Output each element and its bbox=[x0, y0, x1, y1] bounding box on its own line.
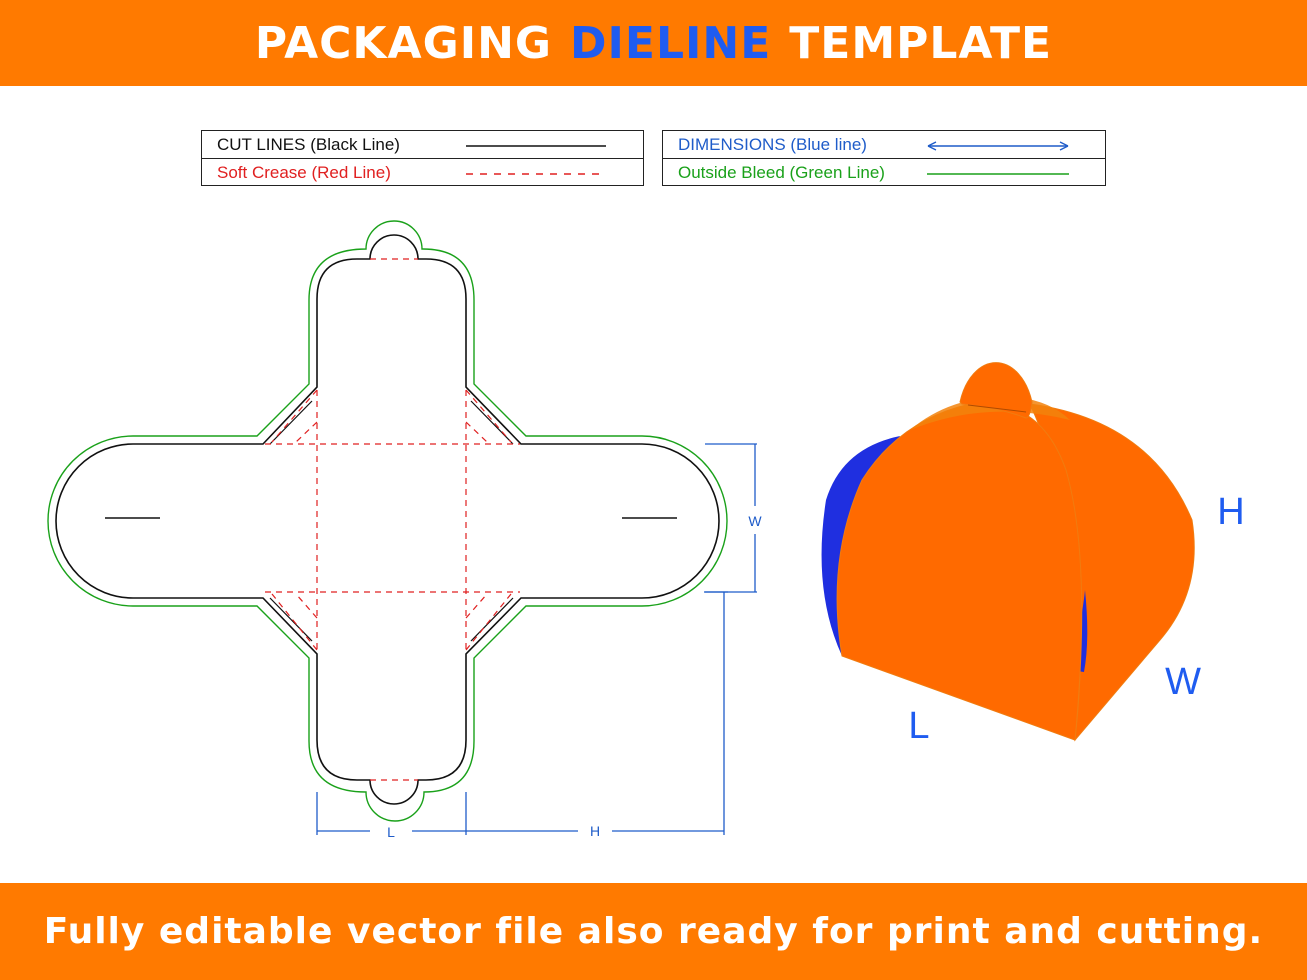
cut-line-sample bbox=[466, 145, 606, 147]
header-word-dieline: DIELINE bbox=[570, 17, 772, 69]
box-label-l: L bbox=[908, 705, 929, 747]
box-label-h: H bbox=[1217, 491, 1244, 533]
box-3d: H W L bbox=[821, 362, 1245, 747]
dieline: W L H bbox=[47, 220, 762, 840]
dim-label-w: W bbox=[748, 513, 762, 529]
legend-row-cut: CUT LINES (Black Line) bbox=[202, 131, 643, 158]
box-tab-slit bbox=[967, 404, 1027, 413]
header-banner: PACKAGING DIELINE TEMPLATE bbox=[0, 0, 1307, 86]
dimension-lines bbox=[316, 443, 757, 835]
dim-label-h: H bbox=[590, 823, 600, 839]
legend-crease-label: Soft Crease (Red Line) bbox=[217, 163, 391, 182]
header-word-template: TEMPLATE bbox=[789, 17, 1053, 69]
crease-lines bbox=[265, 258, 520, 781]
legend-line-types: CUT LINES (Black Line) Soft Crease (Red … bbox=[201, 130, 644, 186]
cut-outline bbox=[55, 234, 720, 805]
box-top-tab bbox=[959, 362, 1033, 419]
footer-banner: Fully editable vector file also ready fo… bbox=[0, 883, 1307, 980]
legend-bleed-label: Outside Bleed (Green Line) bbox=[678, 163, 885, 182]
dimension-arrow-sample bbox=[927, 141, 1069, 151]
bleed-line-sample bbox=[927, 173, 1069, 175]
legend-row-crease: Soft Crease (Red Line) bbox=[202, 158, 643, 185]
legend-row-bleed: Outside Bleed (Green Line) bbox=[663, 158, 1105, 185]
legend-row-dimensions: DIMENSIONS (Blue line) bbox=[663, 131, 1105, 158]
dim-label-l: L bbox=[387, 824, 395, 840]
legend-markers: DIMENSIONS (Blue line) Outside Bleed (Gr… bbox=[662, 130, 1106, 186]
legend-dimensions-label: DIMENSIONS (Blue line) bbox=[678, 135, 867, 154]
header-word-packaging: PACKAGING bbox=[254, 17, 553, 69]
box-label-w: W bbox=[1165, 661, 1201, 703]
footer-text: Fully editable vector file also ready fo… bbox=[43, 911, 1264, 952]
crease-line-sample bbox=[466, 173, 606, 175]
legend-cut-label: CUT LINES (Black Line) bbox=[217, 135, 400, 154]
bleed-outline bbox=[47, 220, 728, 822]
gusset-cuts bbox=[269, 400, 514, 642]
